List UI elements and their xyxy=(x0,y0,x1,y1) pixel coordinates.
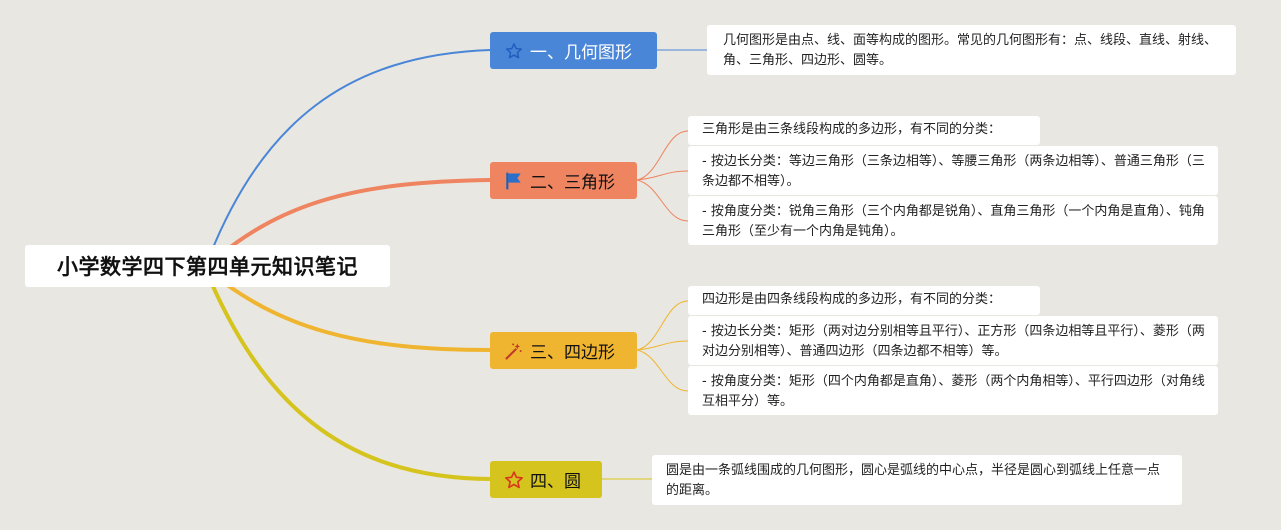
connector-note-2c xyxy=(636,179,689,222)
branch-label: 一、几何图形 xyxy=(530,43,632,63)
connector-note-3c xyxy=(636,349,689,392)
connector-branch-3 xyxy=(203,266,491,352)
note-text: - 按边长分类：矩形（两对边分别相等且平行）、正方形（四条边相等且平行）、菱形（… xyxy=(702,324,1205,359)
note-quadrilateral-by-angle[interactable]: - 按角度分类：矩形（四个内角都是直角）、菱形（两个内角相等）、平行四边形（对角… xyxy=(688,366,1218,415)
note-triangle-by-angle[interactable]: - 按角度分类：锐角三角形（三个内角都是锐角）、直角三角形（一个内角是直角）、钝… xyxy=(688,196,1218,245)
note-text: - 按角度分类：矩形（四个内角都是直角）、菱形（两个内角相等）、平行四边形（对角… xyxy=(702,374,1205,409)
branch-label: 四、圆 xyxy=(530,472,581,492)
note-text: 三角形是由三条线段构成的多边形，有不同的分类： xyxy=(702,122,1002,137)
note-text: 几何图形是由点、线、面等构成的图形。常见的几何图形有：点、线段、直线、射线、角、… xyxy=(723,33,1218,68)
branch-geometric-shapes[interactable]: 一、几何图形 xyxy=(490,32,657,69)
note-geometric-shapes[interactable]: 几何图形是由点、线、面等构成的图形。常见的几何图形有：点、线段、直线、射线、角、… xyxy=(707,25,1236,75)
note-text: 圆是由一条弧线围成的几何图形，圆心是弧线的中心点，半径是圆心到弧线上任意一点的距… xyxy=(666,463,1161,498)
branch-label: 三、四边形 xyxy=(530,343,615,363)
magic-wand-icon xyxy=(504,341,524,361)
flag-icon xyxy=(504,171,524,191)
note-text: - 按角度分类：锐角三角形（三个内角都是锐角）、直角三角形（一个内角是直角）、钝… xyxy=(702,204,1205,239)
note-triangle-intro[interactable]: 三角形是由三条线段构成的多边形，有不同的分类： xyxy=(688,116,1040,145)
root-title: 小学数学四下第四单元知识笔记 xyxy=(57,255,358,279)
connector-note-2a xyxy=(636,130,689,181)
branch-circle[interactable]: 四、圆 xyxy=(490,461,602,498)
connector-note-2b xyxy=(636,170,689,181)
connector-note-3b xyxy=(636,340,689,351)
note-triangle-by-side[interactable]: - 按边长分类：等边三角形（三条边相等）、等腰三角形（两条边相等）、普通三角形（… xyxy=(688,146,1218,195)
note-text: - 按边长分类：等边三角形（三条边相等）、等腰三角形（两条边相等）、普通三角形（… xyxy=(702,154,1205,189)
note-text: 四边形是由四条线段构成的多边形，有不同的分类： xyxy=(702,292,1002,307)
note-quadrilateral-by-side[interactable]: - 按边长分类：矩形（两对边分别相等且平行）、正方形（四条边相等且平行）、菱形（… xyxy=(688,316,1218,365)
branch-quadrilateral[interactable]: 三、四边形 xyxy=(490,332,637,369)
star-outline-icon xyxy=(504,470,524,490)
connector-note-3a xyxy=(636,300,689,351)
connector-branch-4 xyxy=(203,267,491,481)
note-quadrilateral-intro[interactable]: 四边形是由四条线段构成的多边形，有不同的分类： xyxy=(688,286,1040,315)
connector-branch-2 xyxy=(203,178,491,270)
note-circle[interactable]: 圆是由一条弧线围成的几何图形，圆心是弧线的中心点，半径是圆心到弧线上任意一点的距… xyxy=(652,455,1182,505)
root-topic[interactable]: 小学数学四下第四单元知识笔记 xyxy=(25,245,390,287)
connector-branch-1 xyxy=(204,49,491,269)
star-outline-icon xyxy=(504,41,524,61)
branch-label: 二、三角形 xyxy=(530,173,615,193)
branch-triangle[interactable]: 二、三角形 xyxy=(490,162,637,199)
